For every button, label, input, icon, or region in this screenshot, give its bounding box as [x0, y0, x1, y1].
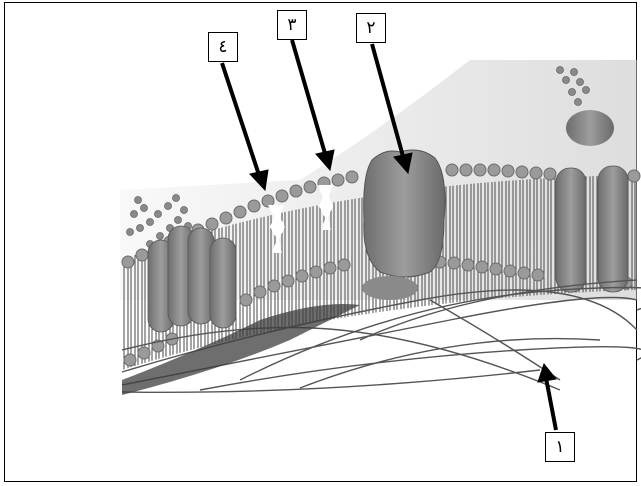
- channel-protein-base: [362, 276, 418, 300]
- label-4: ٤: [208, 32, 238, 62]
- glycoprotein: [566, 110, 614, 146]
- label-2: ٢: [356, 13, 386, 43]
- label-1: ١: [545, 432, 575, 462]
- label-3: ٣: [277, 10, 307, 40]
- protein-cluster-left: [148, 226, 236, 332]
